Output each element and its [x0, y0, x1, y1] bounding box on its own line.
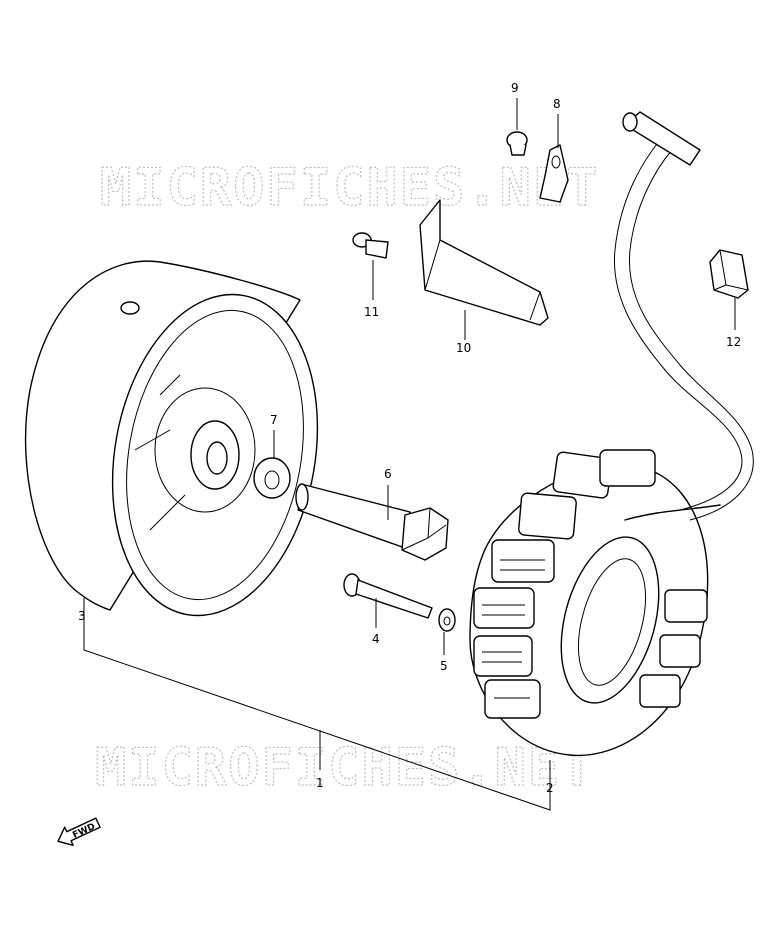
watermark-top: MICROFICHES.NET	[100, 158, 600, 218]
screw-11[interactable]	[352, 232, 389, 259]
screw-4[interactable]	[343, 573, 433, 619]
callout-1: 1	[316, 776, 324, 790]
callout-labels: 9 8 11 10 12 7 6 3 4 5 1 2	[78, 81, 741, 795]
stator-coils	[473, 449, 708, 719]
washer-5[interactable]	[438, 608, 456, 632]
assembly-bracket	[83, 598, 551, 811]
callout-3: 3	[78, 609, 86, 623]
arrow-left-icon	[57, 817, 101, 846]
callout-9: 9	[511, 81, 519, 95]
callout-6: 6	[384, 467, 392, 481]
clamp-plate-8[interactable]	[539, 144, 569, 203]
fwd-direction-marker: FWD	[57, 817, 101, 846]
grommet-12[interactable]	[709, 249, 749, 299]
nut-9[interactable]	[506, 131, 528, 156]
callout-7: 7	[270, 413, 278, 427]
leader-lines	[273, 98, 736, 655]
callout-12: 12	[726, 335, 741, 349]
callout-2: 2	[546, 781, 554, 795]
stator[interactable]	[469, 449, 721, 757]
rotor-bolt-6[interactable]	[295, 483, 449, 561]
wire-harness	[613, 111, 754, 521]
callout-8: 8	[553, 97, 561, 111]
callout-4: 4	[372, 632, 380, 646]
callout-10: 10	[456, 341, 471, 355]
rotor-flywheel[interactable]	[24, 260, 342, 632]
guide-plate-10[interactable]	[419, 199, 549, 326]
callout-11: 11	[364, 305, 379, 319]
washer-7[interactable]	[253, 457, 291, 499]
watermark-bottom: MICROFICHES.NET	[95, 738, 595, 798]
callout-5: 5	[440, 659, 448, 673]
